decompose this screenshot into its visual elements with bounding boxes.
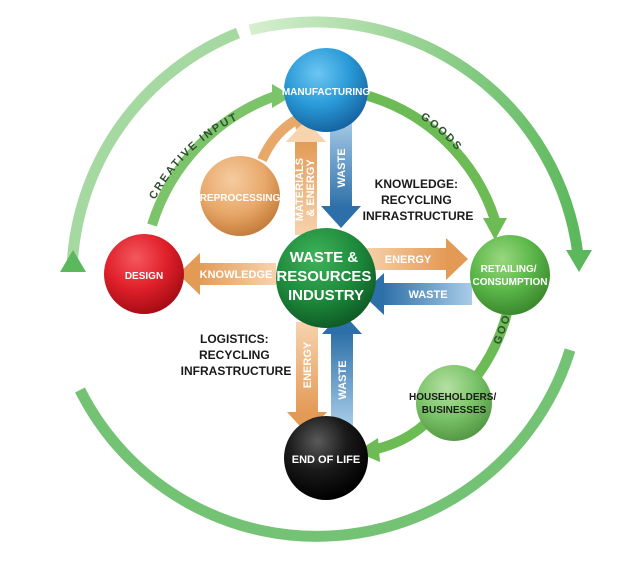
energy-eol-arrow-label: ENERGY — [302, 341, 314, 388]
knowledge-arrow-label: KNOWLEDGE — [200, 269, 273, 281]
node-manufacturing: MANUFACTURING — [282, 48, 371, 132]
outer-cycle-ring — [60, 16, 592, 542]
node-retailing-consumption: RETAILING/ CONSUMPTION — [470, 235, 550, 315]
logistics-recycling-line-1: LOGISTICS: — [200, 332, 269, 346]
outer-ring-right-arrowhead — [566, 250, 592, 272]
logistics-recycling-line-3: INFRASTRUCTURE — [181, 364, 292, 378]
manufacturing-label: MANUFACTURING — [282, 87, 371, 98]
waste-from-manufacturing-label: WASTE — [336, 148, 348, 187]
materials-energy-label: MATERIALS & ENERGY — [294, 155, 317, 221]
materials-energy-line-1: MATERIALS — [294, 158, 306, 221]
arrow-energy-to-retail — [362, 238, 468, 280]
householders-line-1: HOUSEHOLDERS/ — [409, 392, 496, 403]
arc-goods-upper — [363, 90, 500, 222]
reprocessing-label: REPROCESSING — [200, 193, 281, 204]
outer-ring-lower-arc — [75, 348, 576, 542]
node-householders-businesses: HOUSEHOLDERS/ BUSINESSES — [409, 365, 499, 441]
arrow-knowledge-to-design — [178, 253, 276, 295]
waste-eol-arrow-label: WASTE — [337, 360, 349, 399]
goods-upper-label: GOODS — [418, 111, 464, 154]
retailing-line-2: CONSUMPTION — [473, 277, 548, 288]
retailing-line-1: RETAILING/ — [481, 264, 537, 275]
design-label: DESIGN — [125, 271, 163, 282]
end-of-life-label: END OF LIFE — [292, 454, 360, 466]
arrow-waste-from-manufacturing — [321, 118, 361, 228]
outer-ring-left-arc — [66, 27, 241, 269]
logistics-recycling-text: LOGISTICS: RECYCLING INFRASTRUCTURE — [181, 332, 292, 378]
householders-line-2: BUSINESSES — [422, 405, 487, 416]
knowledge-recycling-line-3: INFRASTRUCTURE — [363, 209, 474, 223]
node-center-waste-resources: WASTE & RESOURCES INDUSTRY — [276, 228, 376, 328]
retailing-label: RETAILING/ CONSUMPTION — [473, 264, 548, 288]
arrow-materials-energy — [286, 120, 326, 235]
node-end-of-life: END OF LIFE — [284, 416, 368, 500]
energy-retail-arrow-label: ENERGY — [385, 254, 432, 266]
arc-creative-input — [147, 90, 280, 227]
householders-label: HOUSEHOLDERS/ BUSINESSES — [409, 392, 499, 416]
arc-creative-input-head — [272, 84, 292, 108]
arc-householders-to-eol-head — [356, 438, 380, 462]
center-label: WASTE & RESOURCES INDUSTRY — [276, 249, 375, 304]
node-reprocessing: REPROCESSING — [200, 156, 281, 236]
outer-ring-left-arrowhead — [60, 250, 86, 272]
waste-retail-arrow-label: WASTE — [408, 289, 447, 301]
materials-energy-line-2: & ENERGY — [305, 159, 317, 217]
knowledge-recycling-text: KNOWLEDGE: RECYCLING INFRASTRUCTURE — [363, 177, 474, 223]
logistics-recycling-line-2: RECYCLING — [199, 348, 270, 362]
knowledge-recycling-line-2: RECYCLING — [381, 193, 452, 207]
outer-ring-right-arc — [248, 16, 584, 256]
center-line-2: RESOURCES — [276, 268, 371, 285]
center-line-1: WASTE & — [290, 249, 359, 266]
node-design: DESIGN — [104, 234, 184, 314]
center-line-3: INDUSTRY — [288, 287, 364, 304]
knowledge-recycling-line-1: KNOWLEDGE: — [375, 177, 458, 191]
arc-goods-upper-head — [483, 218, 507, 240]
